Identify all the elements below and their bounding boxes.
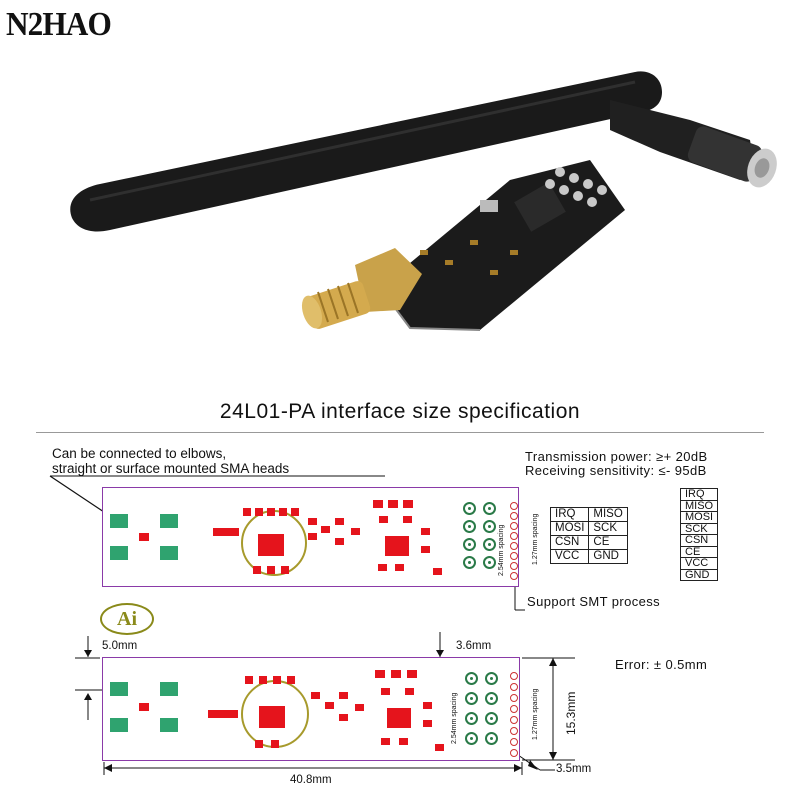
module-board: [379, 160, 625, 331]
pin-col-cell: VCC: [679, 557, 719, 570]
antenna-icon: [70, 71, 777, 232]
pcb-dimension-view: 2.54mm spacing: [102, 657, 520, 761]
pin-cell: VCC: [549, 549, 590, 564]
dim-right-top: 3.6mm: [456, 640, 492, 652]
pin-col-cell: MOSI: [679, 511, 719, 524]
pin-col-cell: SCK: [679, 522, 719, 535]
smt-note: Support SMT process: [527, 594, 661, 609]
dim-right-bottom: 3.5mm: [556, 763, 592, 775]
sma-connector-icon: [301, 248, 422, 329]
pcb-top-view: 2.54mm spacing: [102, 487, 519, 587]
dim-height: 15.3mm: [564, 691, 578, 735]
spec-title: 24L01-PA interface size specification: [219, 400, 581, 423]
pin-cell: CE: [588, 535, 628, 550]
ai-badge: Ai: [100, 603, 154, 635]
pin-column: IRQ MISO MOSI SCK CSN CE VCC GND: [679, 488, 719, 581]
title-divider: [36, 432, 764, 433]
pin-cell: CSN: [549, 535, 590, 550]
spacing-127-label: 1.27mm spacing: [532, 513, 539, 565]
pin-cell: MISO: [588, 507, 628, 522]
pin-cell: GND: [588, 549, 628, 564]
pin-col-cell: GND: [679, 568, 719, 581]
rf-specs: Transmission power: ≥+ 20dB Receiving se…: [525, 450, 708, 478]
sma-note: Can be connected to elbows, straight or …: [52, 446, 289, 476]
dim-length: 40.8mm: [290, 774, 332, 786]
pin-cell: IRQ: [549, 507, 590, 522]
dim-top-margin: 5.0mm: [102, 640, 138, 652]
spacing-127-label-bottom: 1.27mm spacing: [532, 688, 539, 740]
tx-power: Transmission power: ≥+ 20dB: [525, 449, 708, 464]
product-photo: [70, 71, 777, 331]
pin-col-cell: IRQ: [679, 488, 719, 501]
error-note: Error: ± 0.5mm: [615, 657, 708, 672]
spacing-254-label-bottom: 2.54mm spacing: [451, 692, 458, 744]
rx-sensitivity: Receiving sensitivity: ≤- 95dB: [525, 463, 707, 478]
brand-logo: N2HAO: [6, 6, 112, 43]
pin-cell: SCK: [588, 521, 628, 536]
pin-cell: MOSI: [549, 521, 590, 536]
sma-note-line1: Can be connected to elbows,: [52, 446, 227, 461]
sma-note-line2: straight or surface mounted SMA heads: [52, 461, 290, 476]
pin-col-cell: CSN: [679, 534, 719, 547]
spacing-254-label: 2.54mm spacing: [498, 524, 505, 576]
pin-col-cell: CE: [679, 545, 719, 558]
pin-col-cell: MISO: [679, 499, 719, 512]
